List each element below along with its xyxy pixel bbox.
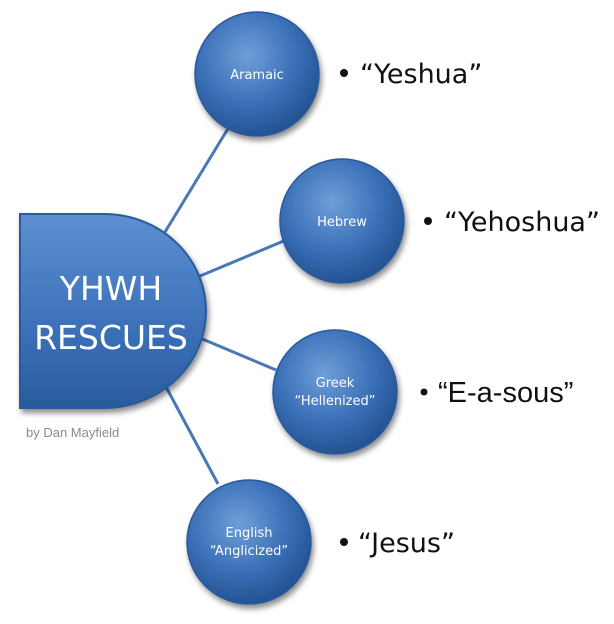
connector-english <box>163 384 220 485</box>
node-label-english-line2: “Anglicized” <box>210 544 288 559</box>
central-node-shape <box>19 213 207 409</box>
connector-aramaic <box>163 121 234 233</box>
branch-greek: Greek “Hellenized” “E-a-sous” <box>272 329 573 455</box>
branch-hebrew: Hebrew “Yehoshua” <box>279 158 600 284</box>
central-title-line2: RESCUES <box>34 318 188 357</box>
central-node: YHWH RESCUES <box>19 213 207 409</box>
connectors <box>163 121 287 485</box>
central-title-line1: YHWH <box>59 269 162 308</box>
connector-hebrew <box>199 238 287 278</box>
node-aramaic <box>194 11 320 137</box>
bullet-english <box>340 538 348 546</box>
transliteration-aramaic: “Yeshua” <box>360 59 482 90</box>
branch-english: English “Anglicized” “Jesus” <box>186 479 455 605</box>
node-label-greek-line1: Greek <box>316 376 355 391</box>
node-label-greek-line2: “Hellenized” <box>295 394 376 409</box>
node-english <box>186 479 312 605</box>
transliteration-english: “Jesus” <box>358 528 455 559</box>
transliteration-hebrew: “Yehoshua” <box>444 207 600 238</box>
branch-aramaic: Aramaic “Yeshua” <box>194 11 482 137</box>
bullet-hebrew <box>424 217 432 225</box>
credit-text: by Dan Mayfield <box>26 425 119 440</box>
transliteration-greek: “E-a-sous” <box>438 377 573 409</box>
node-label-english-line1: English <box>226 526 273 541</box>
node-hebrew <box>279 158 405 284</box>
node-label-aramaic: Aramaic <box>230 68 284 83</box>
node-label-hebrew: Hebrew <box>317 215 367 230</box>
bullet-greek <box>420 388 428 396</box>
node-greek <box>272 329 398 455</box>
connector-greek <box>199 336 277 372</box>
bullet-aramaic <box>340 69 348 77</box>
